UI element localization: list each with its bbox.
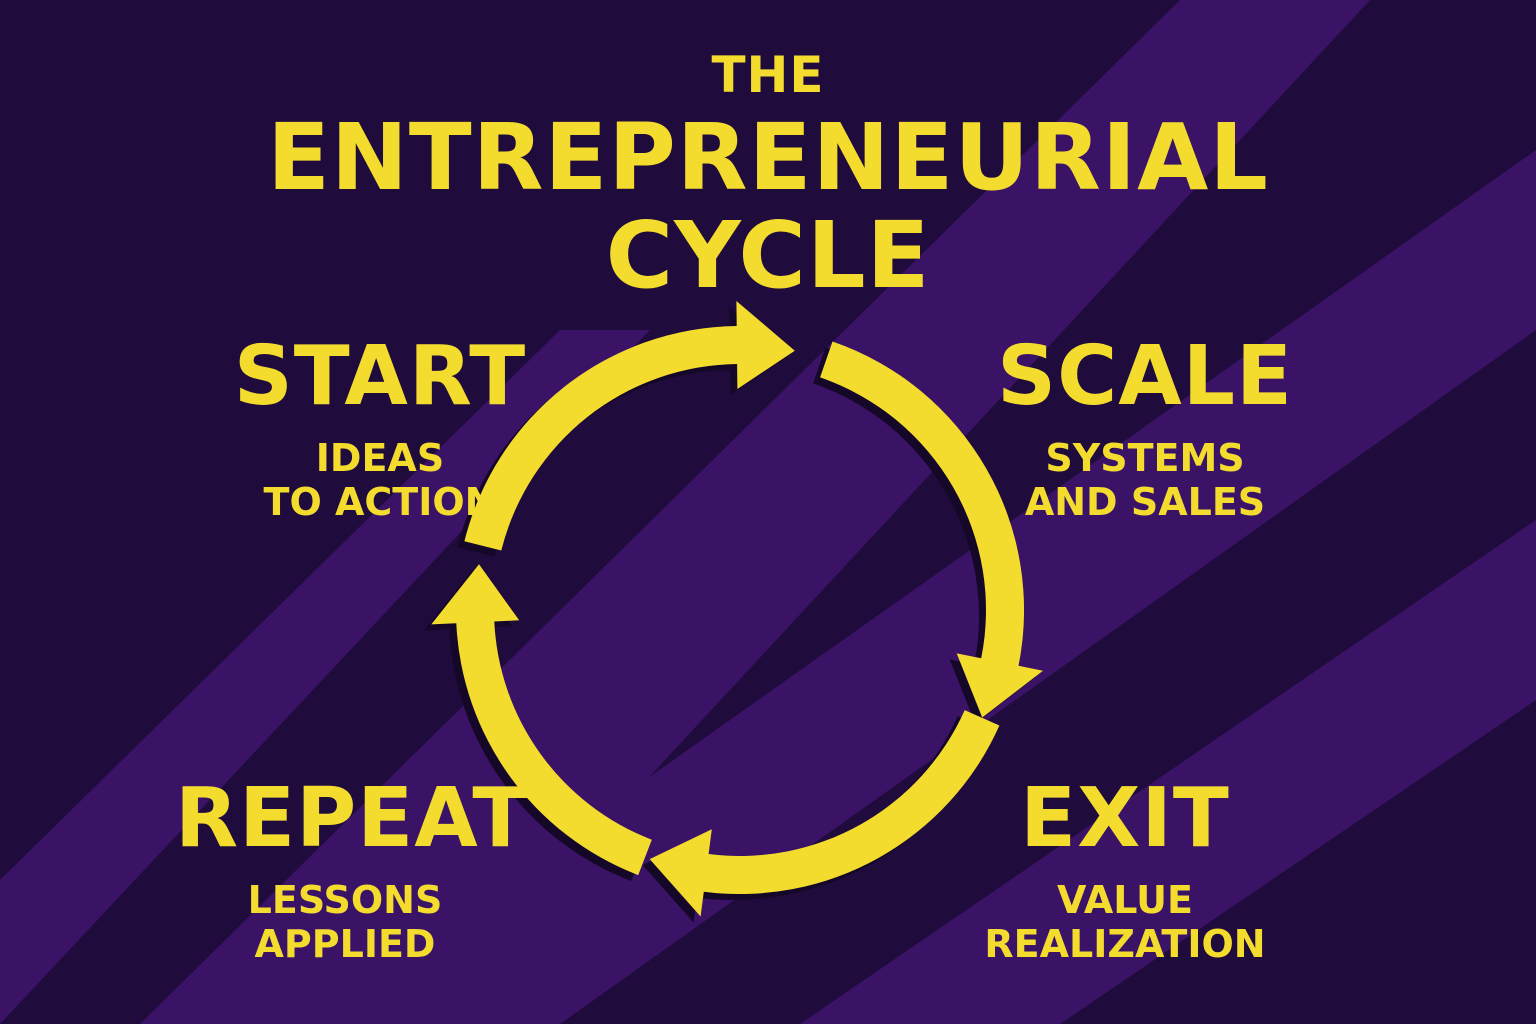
arrow-start-to-scale-icon	[464, 301, 795, 551]
stage-start: START IDEAS TO ACTION	[230, 329, 530, 525]
arrow-shape	[464, 301, 795, 551]
stripe-center	[140, 0, 1370, 1024]
arrow-shape	[431, 564, 652, 876]
arrow-shape	[820, 341, 1043, 718]
stage-scale: SCALE SYSTEMS AND SALES	[990, 329, 1300, 525]
stage-start-desc-1: IDEAS	[315, 436, 445, 480]
arrow-shadow	[457, 307, 788, 557]
title-line-2: ENTREPRENEURIAL	[267, 104, 1269, 211]
stage-repeat-desc-1: LESSONS	[247, 878, 443, 922]
title-line-3: CYCLE	[605, 202, 931, 309]
cycle-arrows	[431, 301, 1043, 917]
stage-repeat-name: REPEAT	[175, 771, 530, 866]
stripe-bottom-right	[800, 520, 1536, 1024]
stage-start-desc-2: TO ACTION	[263, 480, 497, 524]
title-line-1: THE	[711, 46, 825, 104]
arrow-shadow	[813, 347, 1036, 724]
stage-scale-desc-1: SYSTEMS	[1045, 436, 1245, 480]
stage-exit-desc-1: VALUE	[1057, 878, 1193, 922]
arrow-exit-to-repeat-icon	[649, 710, 1000, 917]
stage-exit-desc-2: REALIZATION	[984, 922, 1266, 966]
arrow-shape	[649, 710, 1000, 917]
stage-start-name: START	[233, 329, 527, 424]
stage-exit: EXIT VALUE REALIZATION	[960, 771, 1290, 967]
arrow-repeat-to-start-icon	[431, 564, 652, 876]
stage-repeat: REPEAT LESSONS APPLIED	[175, 771, 530, 967]
stage-scale-desc-2: AND SALES	[1024, 480, 1266, 524]
stage-repeat-desc-2: APPLIED	[254, 922, 436, 966]
stage-scale-name: SCALE	[997, 329, 1293, 424]
stage-exit-name: EXIT	[1020, 771, 1230, 866]
arrow-scale-to-exit-icon	[820, 341, 1043, 718]
